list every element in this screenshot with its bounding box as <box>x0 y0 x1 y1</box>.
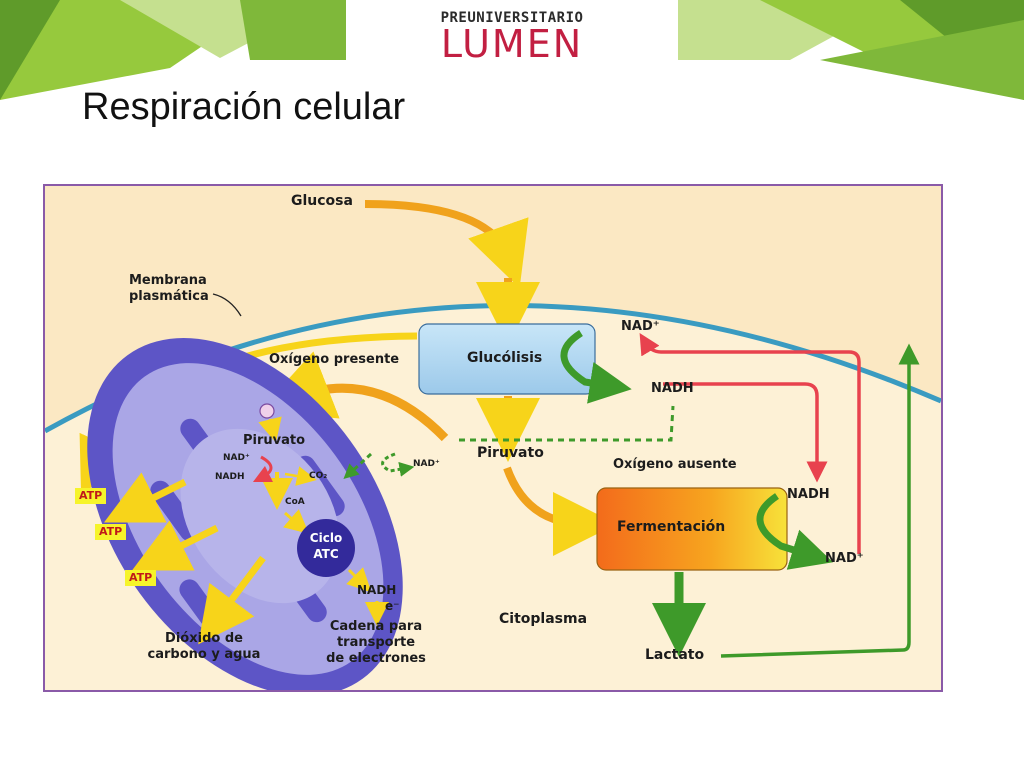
chain-label-line3: de electrones <box>326 651 426 666</box>
mito-nad-arc <box>252 455 274 483</box>
chain-label-line1: Cadena para <box>329 619 423 634</box>
glucose-arrow <box>364 200 529 289</box>
mito-nad-plus-label: NAD⁺ <box>223 453 250 463</box>
atp-label-2: ATP <box>95 524 127 540</box>
diagram-graphics <box>45 200 941 690</box>
chain-label-line2: transporte <box>336 635 416 650</box>
pyruvate-transporter <box>259 403 275 419</box>
glycolysis-box <box>418 323 596 395</box>
mito-pyruvate-label: Piruvato <box>243 433 306 448</box>
logo-top-text: PREUNIVERSITARIO <box>440 10 584 26</box>
atp-label-3: ATP <box>125 570 157 586</box>
electron-label: e⁻ <box>385 599 400 613</box>
fermentation-nad-plus: NAD⁺ <box>825 551 864 566</box>
mito-coa-arrow <box>283 509 310 534</box>
banner-left-mid <box>240 0 346 60</box>
oxygen-absent-label: Oxígeno ausente <box>613 457 737 472</box>
krebs-label-line1: Ciclo <box>309 531 343 545</box>
atp-arrow-1 <box>103 472 187 523</box>
membrane-leader <box>212 293 242 317</box>
pyruvate-label: Piruvato <box>477 445 544 461</box>
header-banner <box>0 0 1024 100</box>
atp-arrow-2 <box>131 520 219 571</box>
co2-water-arrow <box>198 555 266 645</box>
mito-nadh-label: NADH <box>215 472 245 482</box>
banner-right-mid <box>820 20 1024 100</box>
co2-water-label-line2: carbono y agua <box>147 647 261 662</box>
mito-nad-return <box>343 452 373 480</box>
logo-main-text: LUMEN <box>440 22 584 66</box>
mito-coa-label: CoA <box>285 497 305 507</box>
fermentation-nadh: NADH <box>787 487 830 502</box>
cytoplasm-label: Citoplasma <box>499 611 588 627</box>
krebs-label-line2: ATC <box>313 547 339 561</box>
oxygen-present-label: Oxígeno presente <box>269 352 400 367</box>
fermentation-label: Fermentación <box>617 519 726 535</box>
slide-title: Respiración celular <box>82 86 406 128</box>
mito-side-nad-plus: NAD⁺ <box>413 459 440 469</box>
mito-co2-label: CO₂ <box>309 471 328 481</box>
glycolysis-label: Glucólisis <box>467 350 543 366</box>
oxygen-dashed-path <box>459 405 675 442</box>
glycolysis-nad-plus: NAD⁺ <box>621 319 660 334</box>
mito-nad-loop <box>381 452 415 477</box>
membrane-label-line1: Membrana <box>129 273 207 288</box>
nad-red-return <box>639 332 861 554</box>
co2-water-label-line1: Dióxido de <box>165 631 243 646</box>
fermentation-arrow <box>503 466 617 556</box>
atp-label-1: ATP <box>75 488 107 504</box>
oxygen-arrow <box>259 351 449 442</box>
pyruvate-in-arrow <box>258 416 282 443</box>
glycolysis-nad-loop <box>560 330 632 404</box>
lactate-label: Lactato <box>645 647 705 663</box>
mito-co2-arrow <box>284 466 317 486</box>
fermentation-nad-loop <box>756 493 834 570</box>
glycolysis-nadh: NADH <box>651 381 694 396</box>
mito-nadh2-label: NADH <box>357 583 397 597</box>
membrane-label-line2: plasmática <box>129 289 209 304</box>
krebs-out-arrow <box>346 567 372 593</box>
krebs-cycle-circle <box>297 519 355 577</box>
respiration-diagram: Glucosa Membrana plasmática Glucólisis N… <box>43 184 943 692</box>
glucose-label: Glucosa <box>291 193 353 209</box>
logo: PREUNIVERSITARIO LUMEN <box>346 0 678 68</box>
fermentation-box <box>596 487 788 571</box>
lactate-return-arrow <box>720 343 920 658</box>
nadh-red-arrow <box>663 382 828 483</box>
